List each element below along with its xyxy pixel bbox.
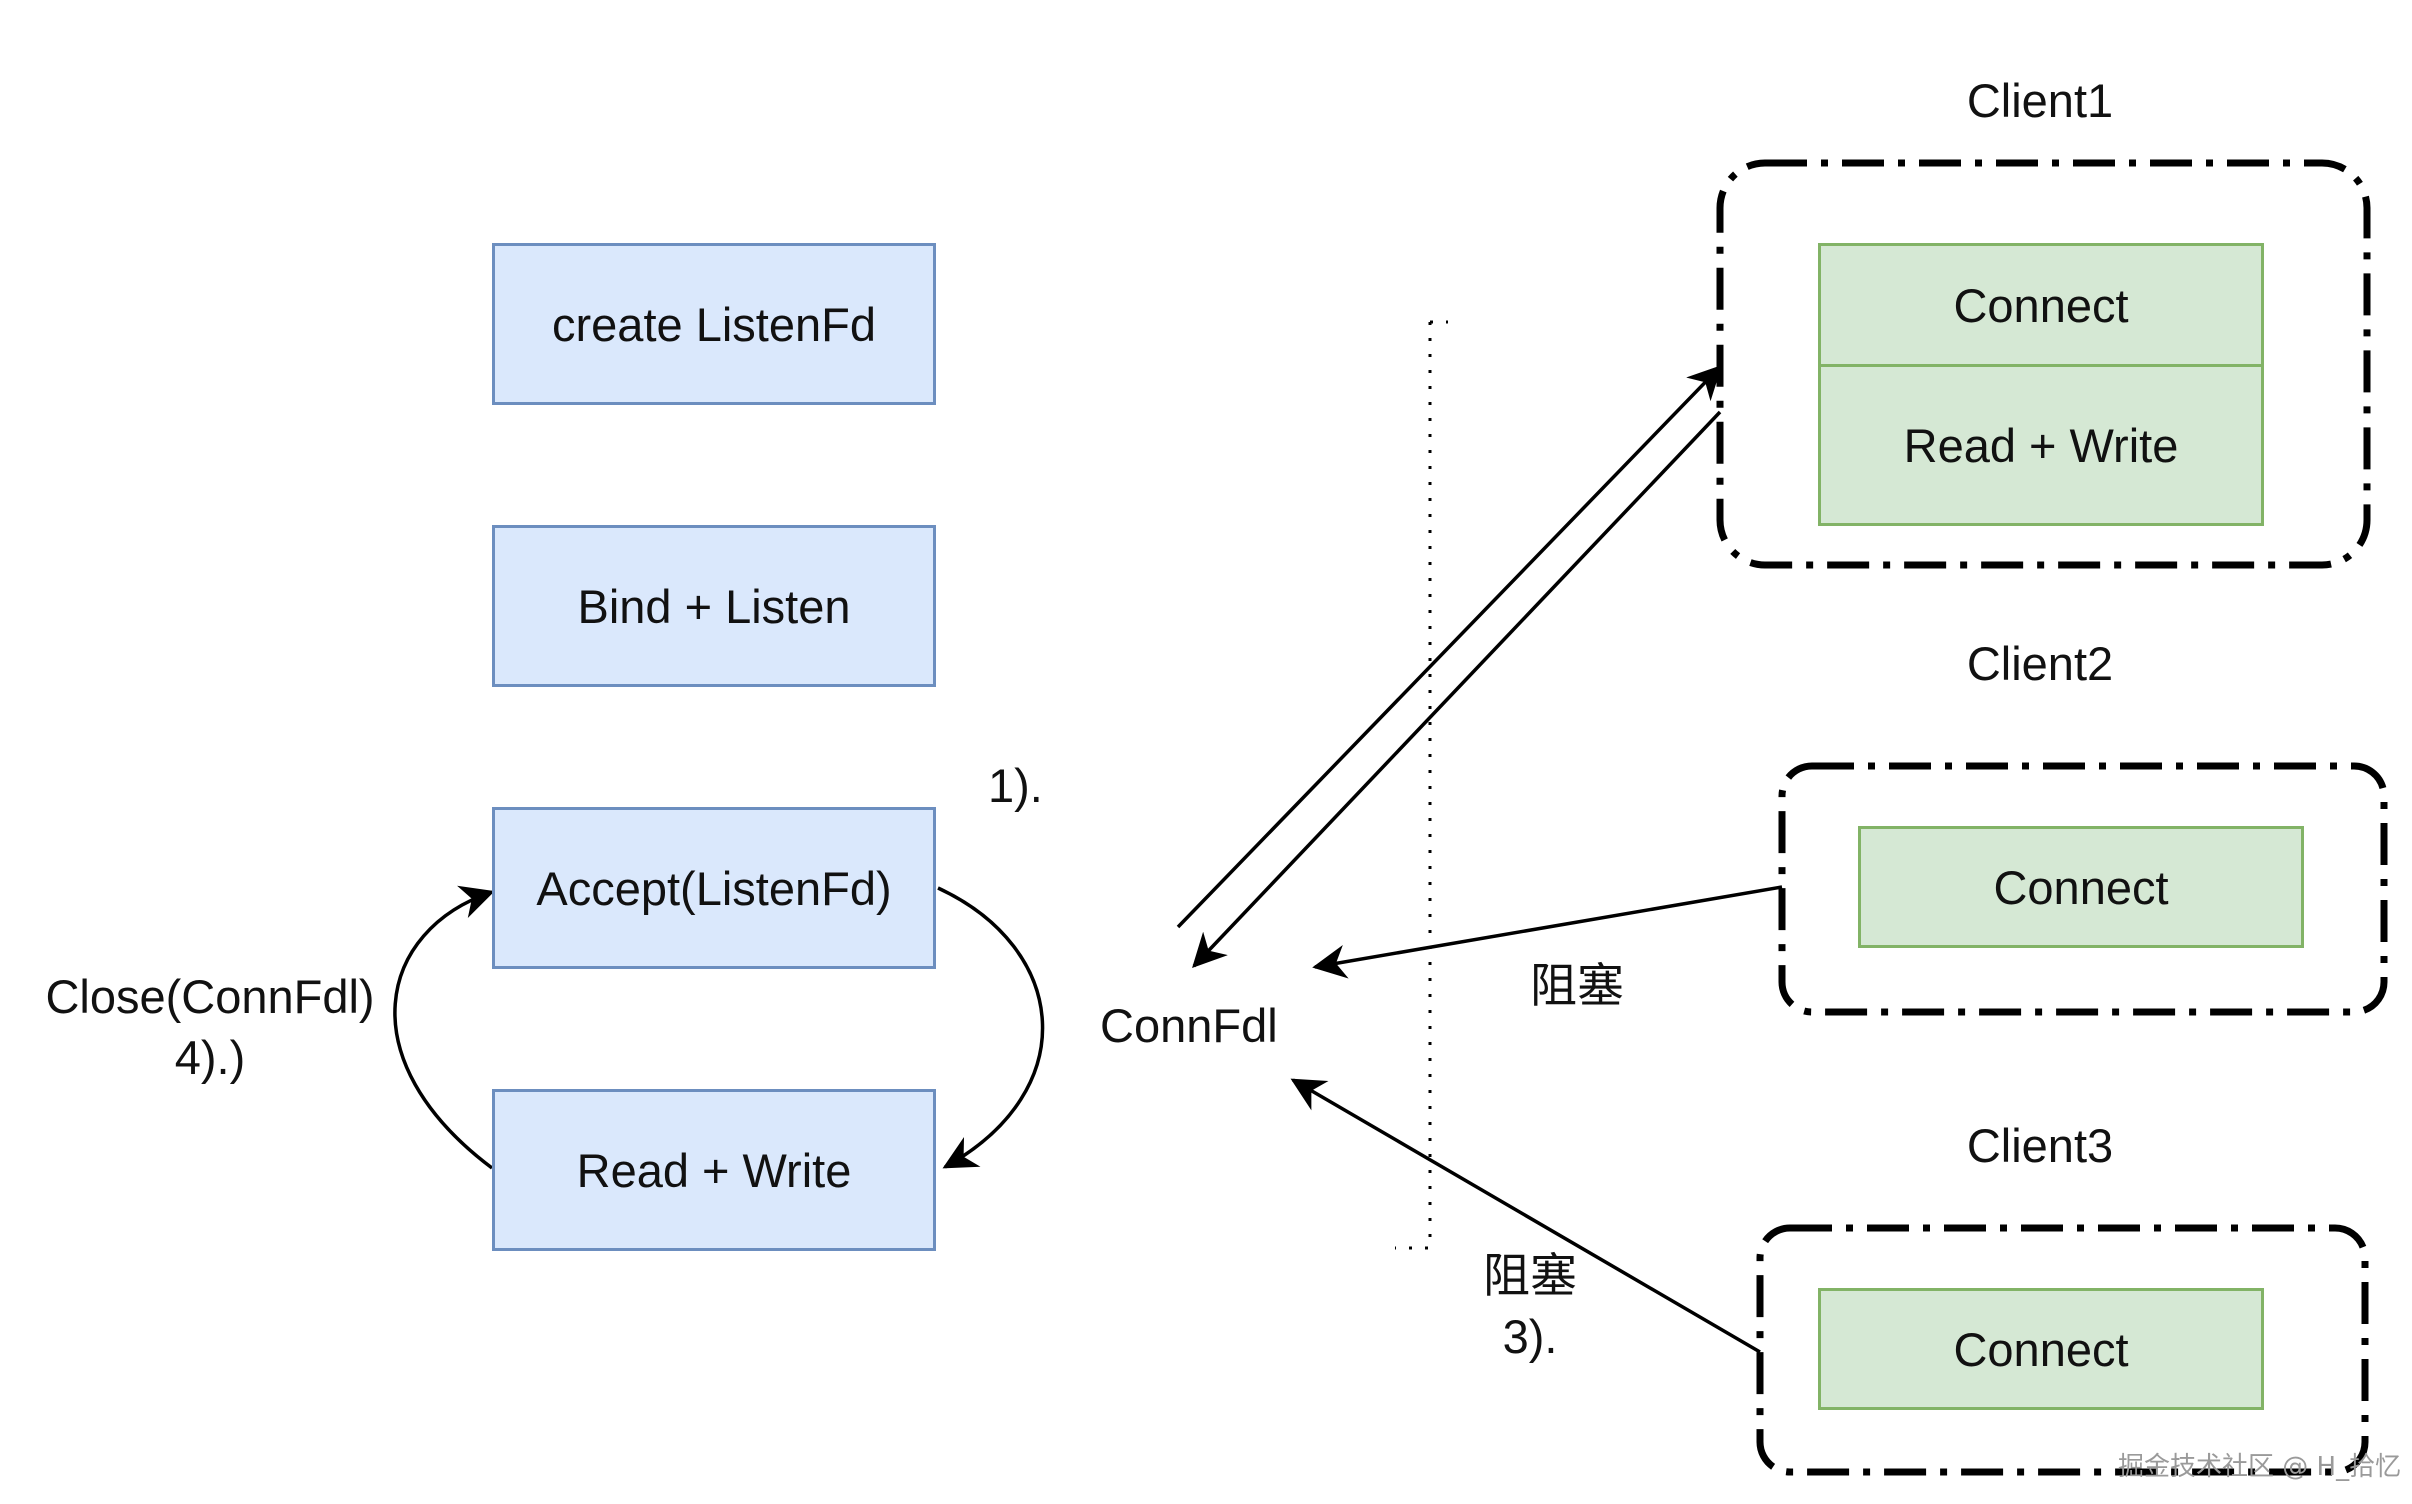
client2-connect-box: Connect [1858, 826, 2304, 948]
client2-blocked-label: 阻塞 [1530, 959, 1624, 1012]
client1-connect-label: Connect [1953, 278, 2129, 332]
client3-title: Client3 [1966, 1119, 2114, 1172]
client3-step-line2: 3). [1502, 1310, 1558, 1364]
client1-title: Client1 [1966, 74, 2114, 127]
create-listenfd-label: create ListenFd [552, 297, 876, 351]
server-readwrite-box: Read + Write [492, 1089, 936, 1251]
close-connfd-line2: 4).) [174, 1031, 246, 1085]
client3-connect-box: Connect [1818, 1288, 2264, 1410]
close-loop-arrow [393, 885, 495, 1170]
client3-blocked-line1: 阻塞 [1483, 1249, 1577, 1302]
accept-label: Accept(ListenFd) [536, 861, 892, 915]
client1-connect-box: Connect [1818, 243, 2264, 367]
connfd-to-client1-arrow [1176, 364, 1722, 929]
client1-readwrite-box: Read + Write [1818, 364, 2264, 526]
accept-box: Accept(ListenFd) [492, 807, 936, 969]
client3-blocked-label: 阻塞 3). [1470, 1245, 1590, 1367]
bind-listen-box: Bind + Listen [492, 525, 936, 687]
client3-connect-label: Connect [1953, 1322, 2129, 1376]
client3-to-connfd-arrow [1290, 1078, 1761, 1354]
server-readwrite-label: Read + Write [576, 1143, 852, 1197]
client1-readwrite-label: Read + Write [1903, 418, 2179, 472]
bind-listen-label: Bind + Listen [577, 579, 851, 633]
close-connfd-label: Close(ConnFdl) 4).) [38, 966, 382, 1088]
connfd-label: ConnFdl [1100, 999, 1278, 1052]
close-connfd-line1: Close(ConnFdl) [45, 970, 375, 1023]
step1-label: 1). [988, 759, 1043, 812]
client3-group-border [1756, 1224, 2369, 1476]
create-listenfd-box: create ListenFd [492, 243, 936, 405]
client2-title: Client2 [1966, 637, 2114, 690]
watermark-text: 掘金技术社区 @ H_拾忆 [2118, 1452, 2402, 1482]
client1-to-connfd-arrow [1192, 410, 1722, 969]
accept-to-readwrite-arrow [937, 886, 1045, 1169]
client2-connect-label: Connect [1993, 860, 2169, 914]
client1-group-border [1716, 159, 2371, 569]
client2-to-connfd-arrow [1312, 885, 1783, 979]
client2-group-border [1778, 762, 2388, 1016]
separator-line [1395, 320, 1448, 1250]
